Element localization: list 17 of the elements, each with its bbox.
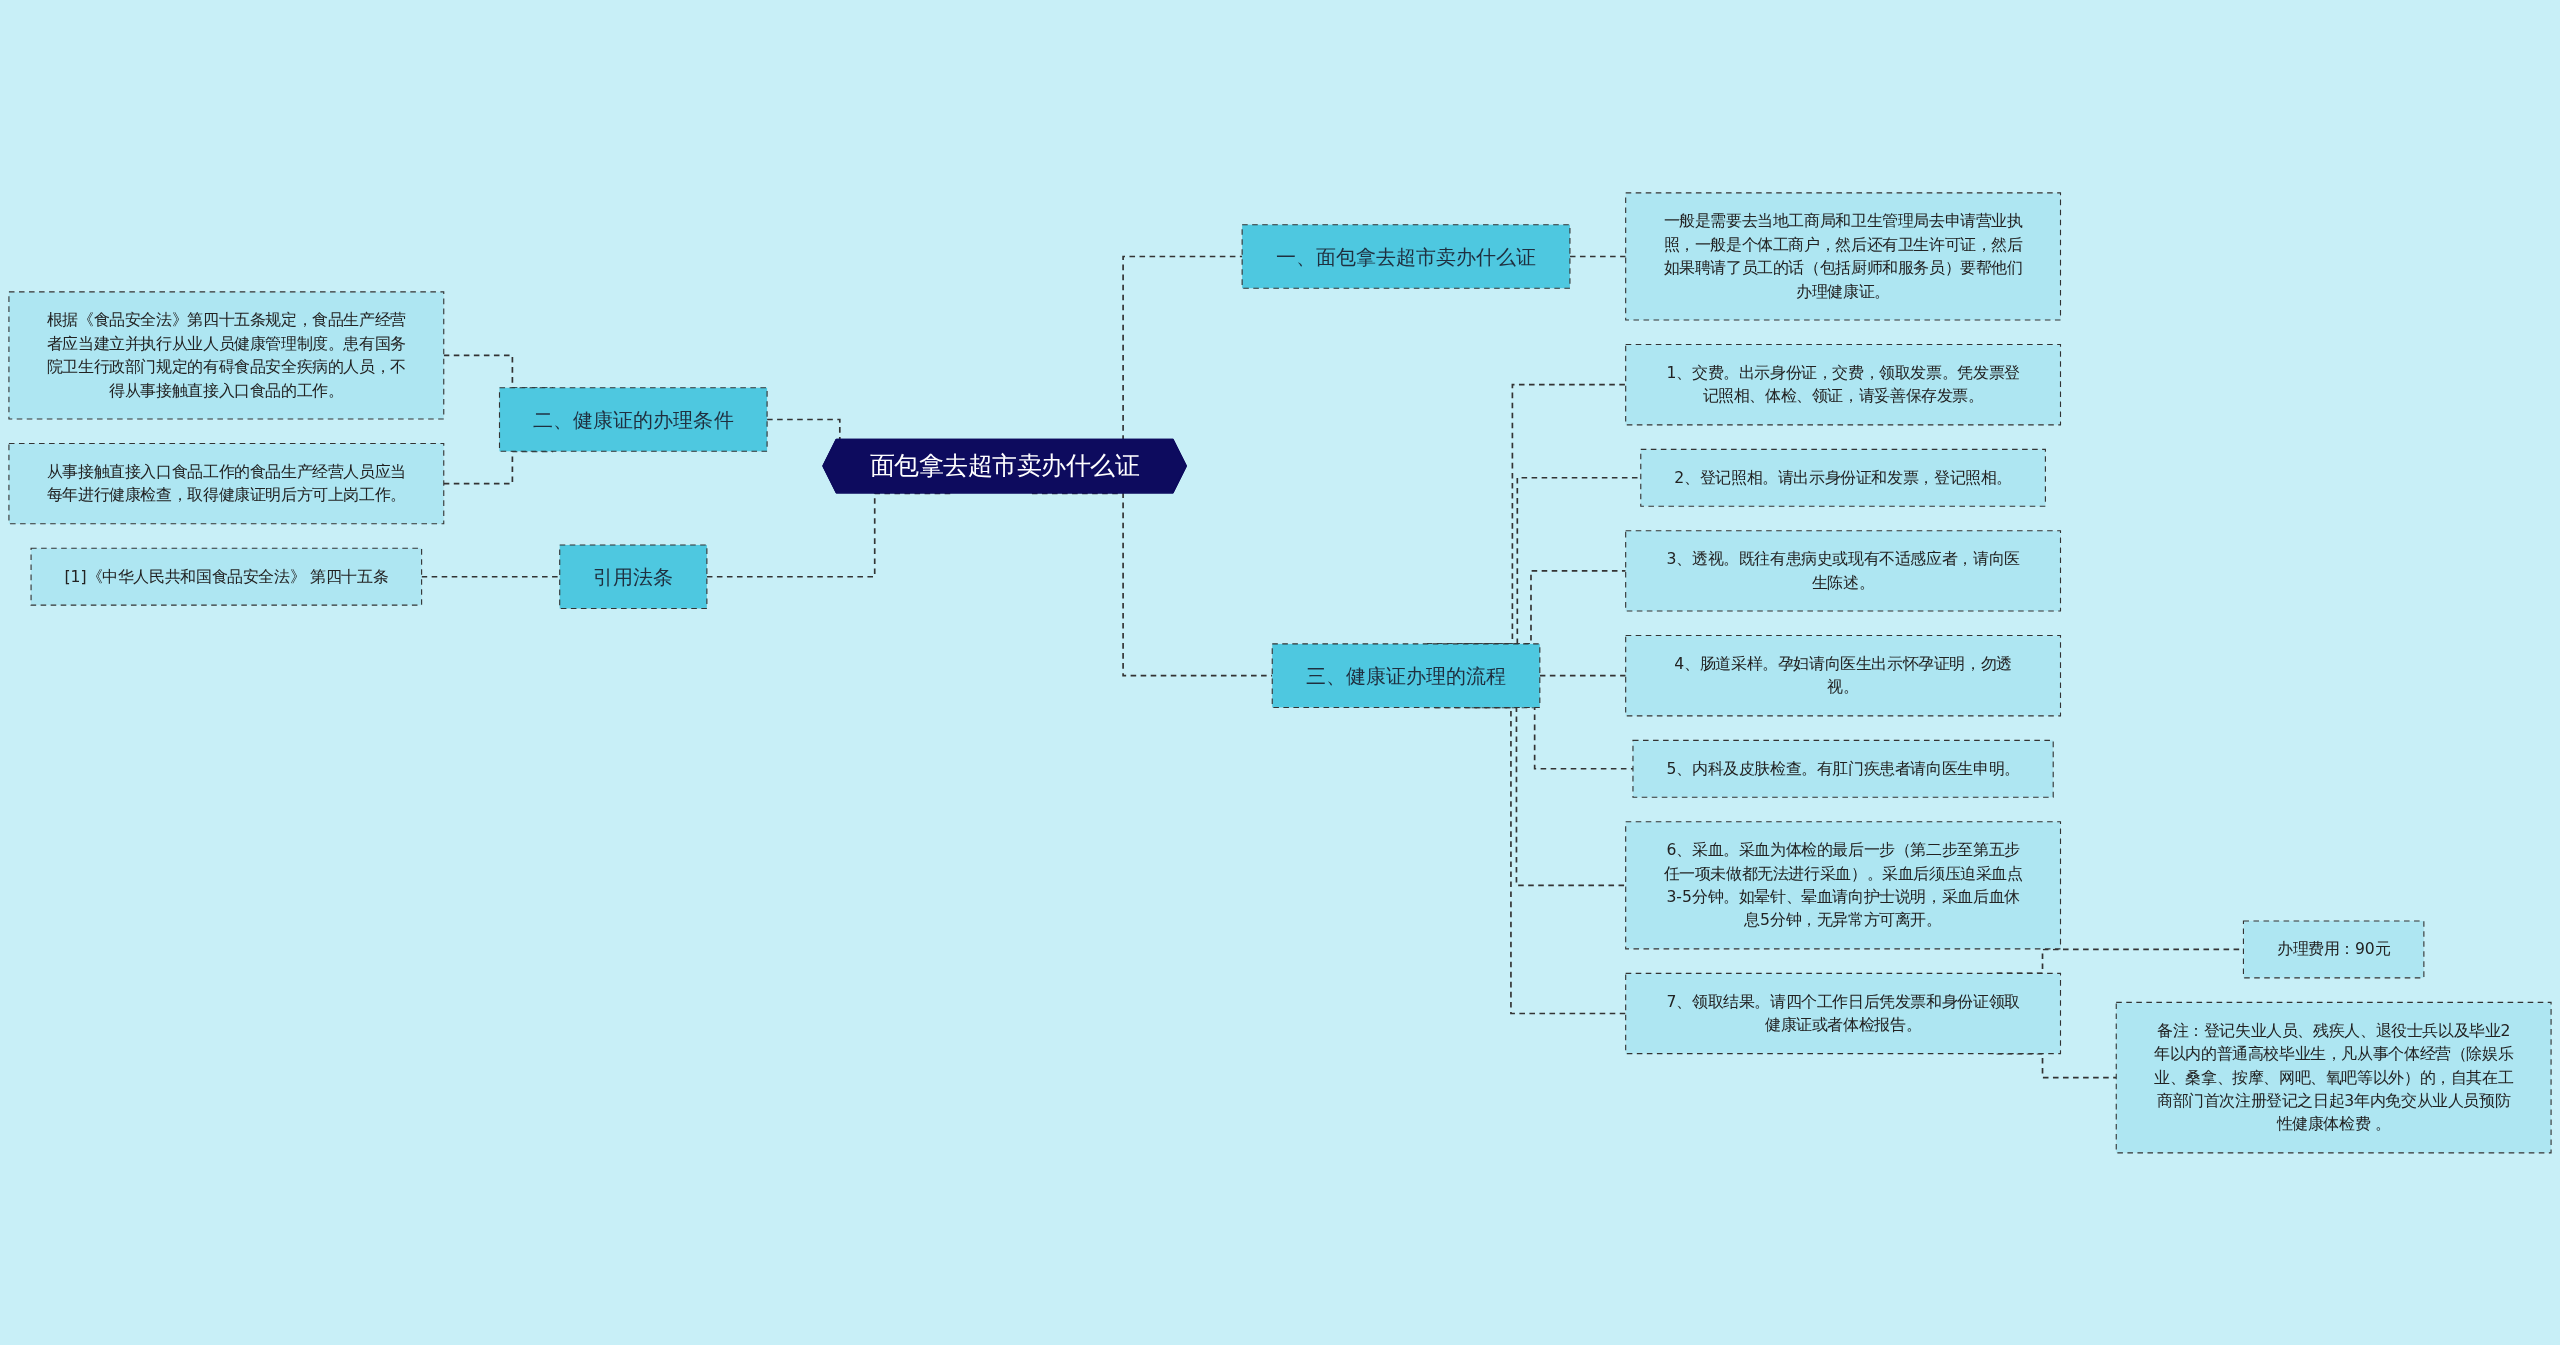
node-box: 引用法条	[559, 544, 708, 609]
node-box: 办理费用：90元	[2242, 920, 2425, 978]
node-box: 一般是需要去当地工商局和卫生管理局去申请营业执照，一般是个体工商户，然后还有卫生许可证，然后如果聘请了员工的话（包括厨师和服务员）要帮他们办理健康证。	[1625, 191, 2062, 321]
node-box: 4、肠道采样。孕妇请向医生出示怀孕证明，勿透视。	[1625, 634, 2062, 716]
node-box: 1、交费。出示身份证，交费，领取发票。凭发票登记照相、体检、领证，请妥善保存发票。	[1625, 343, 2062, 425]
node-box: 5、内科及皮肤检查。有肛门疾患者请向医生申明。	[1632, 739, 2054, 798]
node-box: 6、采血。采血为体检的最后一步（第二步至第五步任一项未做都无法进行采血）。采血后须压迫采血点3-5分钟。如晕针、晕血请向护士说明，采血后血休息5分钟，无异常方可离开。	[1625, 820, 2062, 949]
node-box: 7、领取结果。请四个工作日后凭发票和身份证领取健康证或者体检报告。	[1625, 972, 2062, 1054]
node-box: 备注：登记失业人员、残疾人、退役士兵以及毕业2年以内的普通高校毕业生，凡从事个体经营（除娱乐业、桑拿、按摩、网吧、氧吧等以外）的，自其在工商部门首次注册登记之日起3年内免交从业人员预防性健康体检费 。	[2115, 1001, 2552, 1154]
node-box: 三、健康证办理的流程	[1271, 642, 1541, 708]
node-box: 2、登记照相。请出示身份证和发票，登记照相。	[1640, 448, 2046, 507]
node-box: 从事接触直接入口食品工作的食品生产经营人员应当每年进行健康检查，取得健康证明后方可上岗工作。	[8, 442, 445, 524]
node-box: 二、健康证的办理条件	[498, 386, 768, 452]
node-box: 根据《食品安全法》第四十五条规定，食品生产经营者应当建立并执行从业人员健康管理制度。患有国务院卫生行政部门规定的有碍食品安全疾病的人员，不得从事接触直接入口食品的工作。	[8, 290, 445, 420]
node-box: [1]《中华人民共和国食品安全法》 第四十五条	[30, 547, 423, 606]
node-box: 一、面包拿去超市卖办什么证	[1241, 223, 1571, 289]
node-box: 3、透视。既往有患病史或现有不适感应者，请向医生陈述。	[1625, 529, 2062, 612]
